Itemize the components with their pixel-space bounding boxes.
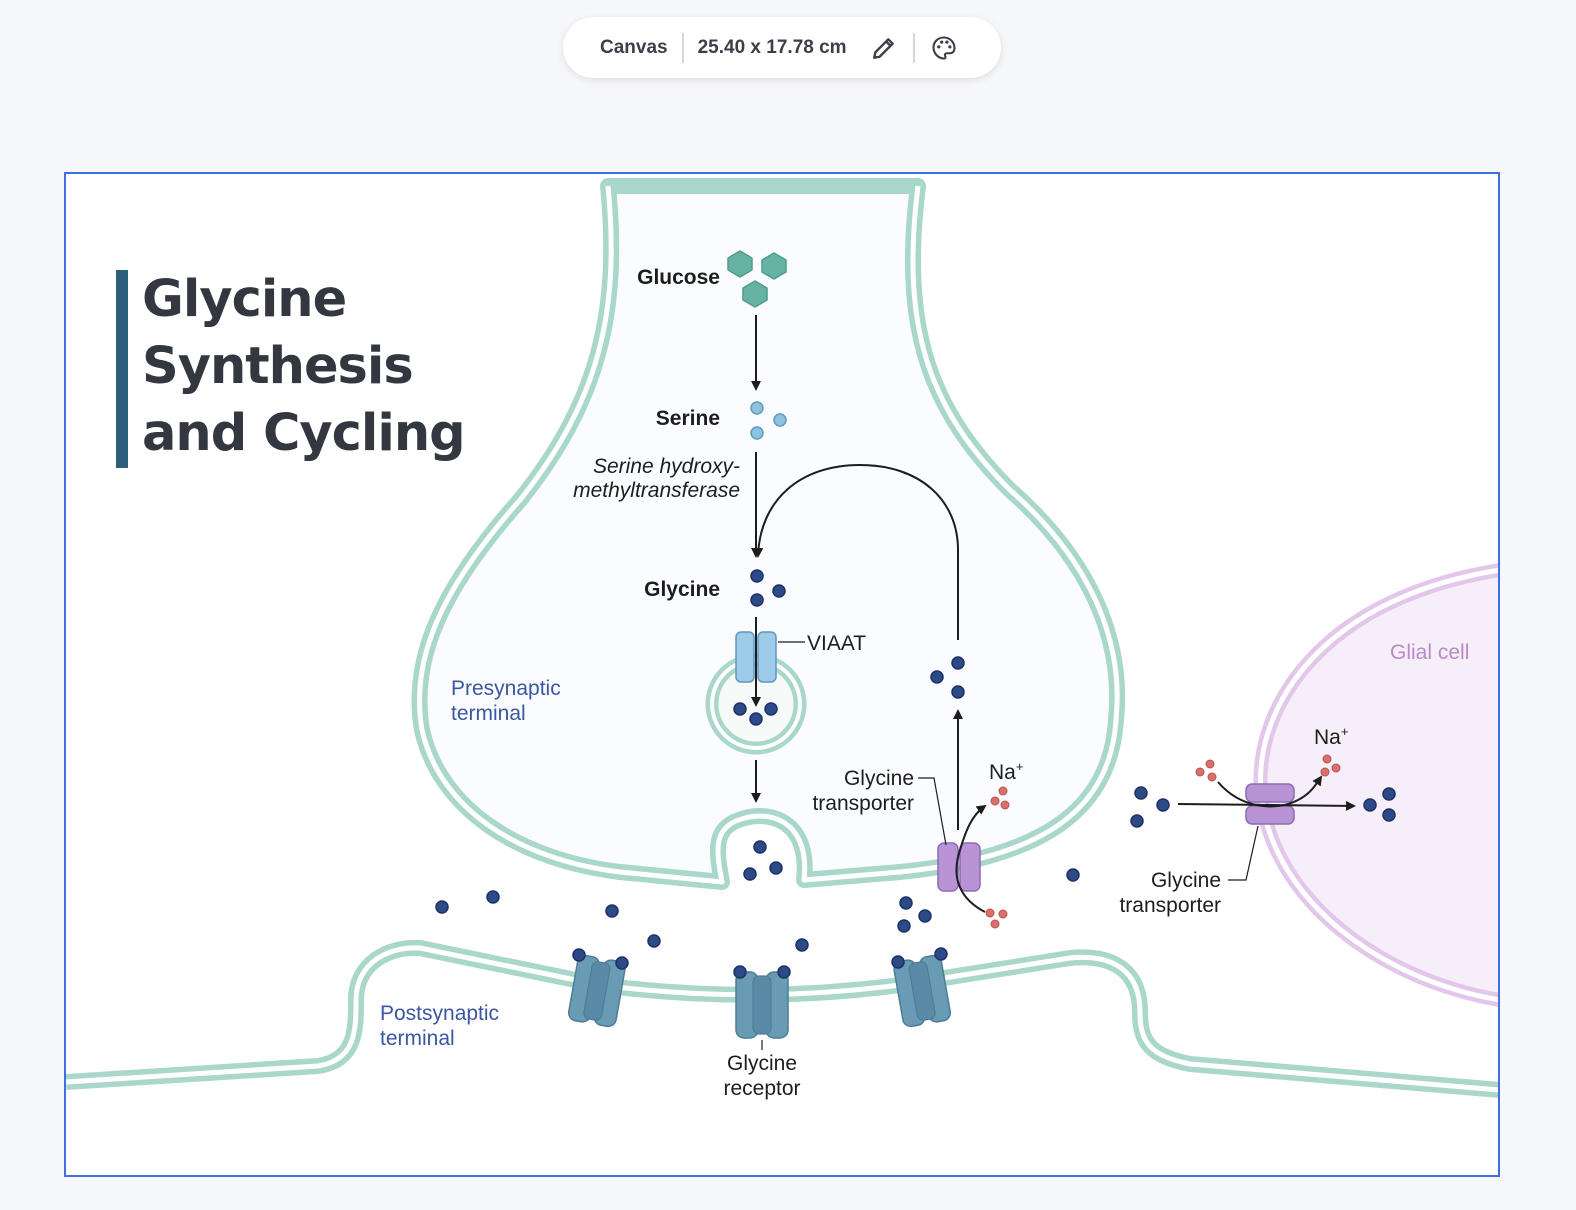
enzyme-label-line2: methyltransferase — [573, 479, 740, 502]
receptor-label-line1: Glycine — [727, 1052, 797, 1075]
presynaptic-membrane — [411, 178, 1126, 890]
title-line-3: and Cycling — [142, 404, 466, 463]
presynaptic-label-line1: Presynaptic — [451, 677, 561, 700]
released-glycine — [435, 786, 1396, 952]
synthesis-arrows — [751, 315, 963, 830]
postsynaptic-label-line1: Postsynaptic — [380, 1002, 499, 1025]
canvas-label: Canvas — [600, 36, 668, 58]
canvas-toolbar: Canvas 25.40 x 17.78 cm — [563, 17, 1001, 78]
title-line-1: Glycine — [142, 270, 347, 329]
glial-cell — [1253, 563, 1498, 1007]
presynaptic-glycine-transporter — [918, 777, 1010, 929]
serine-molecules — [750, 401, 787, 440]
title-accent-bar — [116, 270, 128, 468]
title-line-2: Synthesis — [142, 337, 414, 396]
glial-transporter-label-line2: transporter — [1119, 894, 1221, 917]
synaptic-vesicle — [705, 617, 807, 755]
glial-transporter-label-line1: Glycine — [1151, 869, 1221, 892]
postsynaptic-label-line2: terminal — [380, 1027, 455, 1050]
design-canvas[interactable]: Glucose Serine Serine hydroxy- methyltra… — [64, 172, 1500, 1177]
glucose-label: Glucose — [637, 266, 720, 289]
toolbar-divider — [912, 32, 915, 63]
diagram-title: Glycine Synthesis and Cycling — [142, 266, 466, 467]
serine-label: Serine — [656, 407, 720, 430]
sodium-label: Na+ — [989, 759, 1023, 784]
glycine-label: Glycine — [644, 578, 720, 601]
pencil-icon[interactable] — [869, 33, 899, 63]
sodium-symbol: Na — [989, 761, 1016, 784]
glycine-molecules — [750, 569, 965, 699]
sodium-label-glial: Na+ — [1314, 724, 1348, 749]
transporter-label-line1: Glycine — [844, 767, 914, 790]
toolbar-divider — [681, 32, 684, 63]
glial-cell-label: Glial cell — [1390, 641, 1469, 664]
glucose-molecules — [727, 250, 787, 308]
palette-icon[interactable] — [929, 33, 959, 63]
viaat-label: VIAAT — [807, 632, 866, 655]
canvas-size-value[interactable]: 25.40 x 17.78 cm — [697, 36, 847, 58]
sodium-symbol-glial: Na — [1314, 726, 1341, 749]
glial-glycine-transporter — [1177, 754, 1356, 881]
transporter-label-line2: transporter — [812, 792, 914, 815]
enzyme-label-line1: Serine hydroxy- — [593, 455, 740, 478]
sodium-charge-glial: + — [1341, 724, 1349, 739]
presynaptic-label-line2: terminal — [451, 702, 526, 725]
receptor-label-line2: receptor — [723, 1077, 800, 1100]
glycine-receptors — [567, 947, 952, 1050]
diagram-svg: Glucose Serine Serine hydroxy- methyltra… — [66, 178, 1498, 1100]
sodium-charge: + — [1016, 759, 1024, 774]
